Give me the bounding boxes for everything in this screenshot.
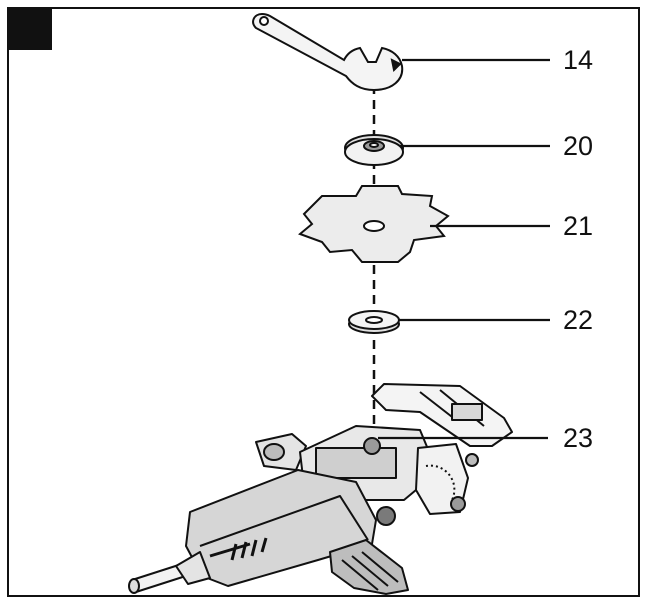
angle-scale: [415, 443, 469, 515]
callout-20: 20: [563, 131, 594, 161]
inner-flange-part: [348, 310, 400, 334]
figure-frame: [7, 7, 640, 597]
callout-21: 21: [563, 211, 594, 241]
callout-14: 14: [563, 45, 594, 75]
lock-knob: [376, 506, 396, 526]
outer-flange-part: [344, 134, 404, 166]
callout-23: 23: [563, 423, 594, 453]
cutter-blade-part: [298, 185, 450, 263]
power-tool: [128, 383, 513, 595]
leader-lines: [378, 58, 550, 440]
grip-handle: [329, 539, 409, 595]
section-marker: [9, 9, 52, 50]
callout-22: 22: [563, 305, 594, 335]
wrench-part: [252, 12, 404, 92]
